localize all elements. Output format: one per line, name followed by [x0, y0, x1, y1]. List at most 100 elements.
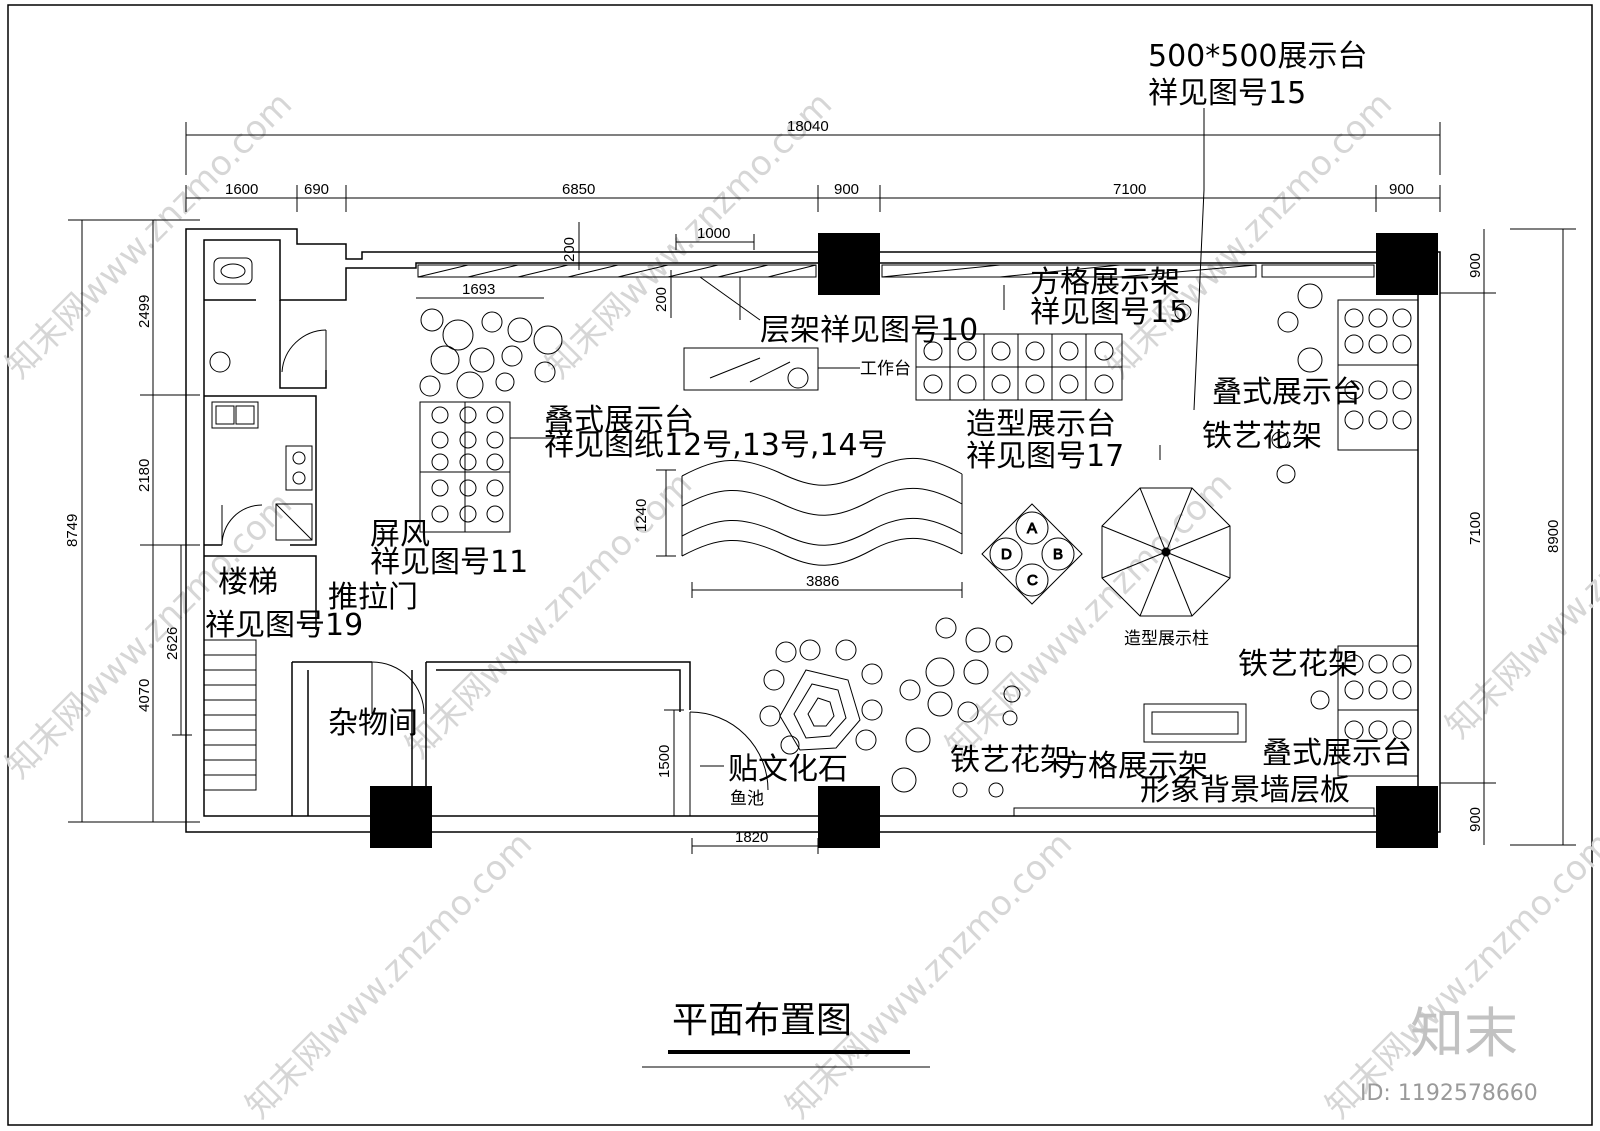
watermark-text: 知末网www.znzmo.com — [1098, 84, 1400, 386]
watermark-brand: 知末 — [1410, 1002, 1518, 1065]
label-culture-stone: 贴文化石 — [728, 752, 848, 787]
dim-left-3: 4070 — [136, 679, 153, 712]
label-column: 造型展示柱 — [1124, 629, 1209, 649]
dim-top-3: 6850 — [562, 181, 595, 198]
dim-right-outer: 8900 — [1545, 520, 1562, 553]
watermark-text: 知末网www.znzmo.com — [398, 464, 700, 766]
dim-left-outer: 8749 — [64, 514, 81, 547]
fish-pond-area — [759, 639, 883, 755]
dim-interior-1693: 1693 — [462, 281, 495, 298]
circle-d-label: D — [1001, 546, 1012, 563]
column — [818, 233, 880, 295]
wave-display-table — [681, 457, 963, 566]
column — [1376, 233, 1438, 295]
sink-icon — [209, 351, 231, 373]
door-swings — [221, 329, 769, 816]
walls — [185, 228, 1441, 833]
column — [370, 786, 432, 848]
circle-b — [1041, 537, 1075, 571]
bathroom-fixtures — [209, 257, 313, 541]
dim-top-5: 7100 — [1113, 181, 1146, 198]
plant-cluster-top-left — [419, 308, 563, 399]
circle-c-label: C — [1027, 572, 1038, 589]
octagon-display-column — [1101, 487, 1231, 617]
circle-b-label: B — [1053, 546, 1063, 563]
dim-top-6: 900 — [1389, 181, 1414, 198]
workbench — [683, 347, 860, 391]
label-shaped-table-2: 祥见图号17 — [966, 439, 1124, 474]
drawing-frame — [7, 4, 1593, 1126]
label-stairs-1: 楼梯 — [218, 565, 278, 600]
top-shelf-rails — [417, 264, 1375, 321]
label-shaped-table-1: 造型展示台 — [966, 407, 1116, 442]
label-square-rack-top-1: 方格展示架 — [1030, 265, 1180, 300]
dim-right-2: 7100 — [1467, 512, 1484, 545]
watermark-text: 知末网www.znzmo.com — [778, 824, 1080, 1126]
watermark-text: 知末网www.znzmo.com — [1438, 444, 1600, 746]
plan-labels: 500*500展示台 祥见图号15 方格展示架 祥见图号15 层架祥见图号10 … — [205, 39, 1412, 809]
label-stacked-left-1: 叠式展示台 — [544, 403, 694, 438]
label-stairs-2: 祥见图号19 — [205, 608, 363, 643]
dim-top-total: 18040 — [787, 118, 829, 135]
dim-interior-200b: 200 — [653, 287, 670, 312]
dim-interior-1240: 1240 — [633, 499, 650, 532]
dimension-lines — [68, 122, 1576, 854]
drawing-title-block: 平面布置图 — [642, 1000, 930, 1068]
circle-a-label: A — [1027, 520, 1037, 537]
watermark-text: 知末网www.znzmo.com — [0, 84, 300, 386]
circle-c — [1015, 563, 1049, 597]
label-stacked-right-2: 铁艺花架 — [1202, 419, 1322, 454]
label-stacked-right-1: 叠式展示台 — [1212, 375, 1362, 410]
circle-d — [989, 537, 1023, 571]
kitchen-sink-icon — [211, 401, 259, 429]
dim-top-1: 1600 — [225, 181, 258, 198]
stairs — [203, 639, 257, 791]
header-note-line1: 500*500展示台 — [1148, 39, 1368, 74]
label-iron-rack-right: 铁艺花架 — [1238, 647, 1358, 682]
column — [818, 786, 880, 848]
header-note-line2: 祥见图号15 — [1148, 76, 1306, 111]
structural-columns — [370, 233, 1438, 848]
circle-a — [1015, 511, 1049, 545]
label-workbench: 工作台 — [860, 359, 911, 379]
dim-right-3: 900 — [1467, 807, 1484, 832]
dim-left-2: 2180 — [136, 459, 153, 492]
watermark-id: ID: 1192578660 — [1360, 1081, 1538, 1106]
label-stacked-left-2: 祥见图纸12号,13号,14号 — [544, 428, 888, 463]
dim-top-4: 900 — [834, 181, 859, 198]
leader-lines — [700, 286, 1161, 767]
dim-interior-1820: 1820 — [735, 829, 768, 846]
dim-left-1: 2499 — [136, 295, 153, 328]
label-iron-rack-mid: 铁艺花架 — [950, 743, 1070, 778]
dimension-texts: 18040 1600 690 6850 900 7100 900 8749 24… — [64, 118, 1562, 846]
label-fish-pond: 鱼池 — [730, 789, 764, 809]
label-stacked-bottom: 叠式展示台 — [1262, 736, 1412, 771]
label-square-rack-top-2: 祥见图号15 — [1030, 295, 1188, 330]
label-storage: 杂物间 — [328, 706, 418, 741]
stove-icon — [285, 445, 313, 491]
dim-right-1: 900 — [1467, 253, 1484, 278]
diamond-display: A B C D — [981, 503, 1083, 605]
label-screen-1: 屏风 — [370, 517, 430, 552]
label-screen-2: 祥见图号11 — [370, 545, 528, 580]
image-wall-shelves — [1013, 703, 1375, 817]
watermark-text: 知末网www.znzmo.com — [938, 464, 1240, 766]
stacked-display-left — [419, 401, 560, 533]
label-shelf: 层架祥见图号10 — [760, 313, 978, 348]
watermark-text: 知末网www.znzmo.com — [238, 824, 540, 1126]
dim-interior-3886: 3886 — [806, 573, 839, 590]
stacked-display-right — [1271, 283, 1419, 777]
dim-left-inner: 2626 — [164, 627, 181, 660]
label-image-wall: 形象背景墙层板 — [1140, 773, 1350, 808]
toilet-icon — [213, 257, 253, 285]
label-square-rack-bottom: 方格展示架 — [1058, 749, 1208, 784]
dim-interior-1000: 1000 — [697, 225, 730, 242]
brand-watermark: 知末 ID: 1192578660 — [1360, 1002, 1538, 1106]
label-sliding-door: 推拉门 — [328, 580, 418, 615]
plant-cluster-mid — [891, 617, 1021, 798]
dim-top-2: 690 — [304, 181, 329, 198]
column — [1376, 786, 1438, 848]
drawing-title: 平面布置图 — [672, 1000, 852, 1041]
square-display-rack — [915, 108, 1205, 411]
